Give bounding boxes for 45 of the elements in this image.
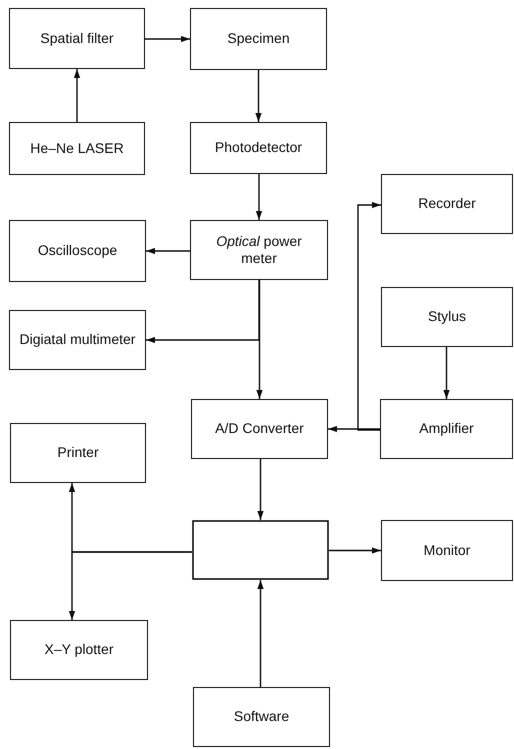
block-box — [9, 122, 145, 175]
block-box — [381, 174, 513, 234]
block-box — [192, 520, 329, 580]
arrow — [257, 580, 264, 687]
block-box — [191, 399, 328, 459]
box-label: A/D Converter — [215, 420, 304, 438]
box-label: Specimen — [227, 30, 290, 48]
arrow — [146, 280, 260, 344]
block-box — [10, 423, 146, 483]
arrow — [74, 69, 80, 122]
box-label: Digiatal multimeter — [20, 331, 136, 349]
block-box — [193, 687, 330, 747]
arrow — [328, 426, 380, 432]
arrow — [357, 202, 381, 431]
arrow — [256, 280, 263, 399]
block-box — [380, 399, 513, 459]
box-label: Printer — [57, 444, 99, 462]
arrow — [443, 347, 450, 399]
box-label: Amplifier — [419, 420, 474, 438]
box-label: Recorder — [418, 195, 476, 213]
block-box — [190, 122, 327, 174]
box-label: Stylus — [428, 308, 466, 326]
arrow — [68, 551, 192, 620]
block-box — [9, 220, 146, 282]
block-box — [190, 220, 328, 280]
block-box — [190, 8, 327, 70]
box-label: Spatial filter — [40, 30, 114, 48]
arrow — [255, 70, 262, 122]
block-box — [10, 620, 148, 680]
block-box — [9, 310, 146, 370]
box-label: Photodetector — [214, 139, 302, 157]
box-label: Software — [234, 708, 290, 726]
block-box — [381, 287, 513, 347]
box-label: X–Y plotter — [44, 641, 114, 659]
block-box — [9, 8, 145, 69]
box-label: Monitor — [424, 542, 470, 560]
box-label: Optical power meter — [215, 232, 303, 268]
block-box — [381, 520, 513, 581]
arrow — [145, 36, 190, 42]
arrow — [257, 459, 264, 520]
arrow — [256, 174, 262, 220]
box-label: Oscilloscope — [38, 242, 118, 260]
arrow — [146, 248, 190, 254]
box-label: He–Ne LASER — [30, 140, 124, 158]
arrow — [329, 547, 381, 554]
